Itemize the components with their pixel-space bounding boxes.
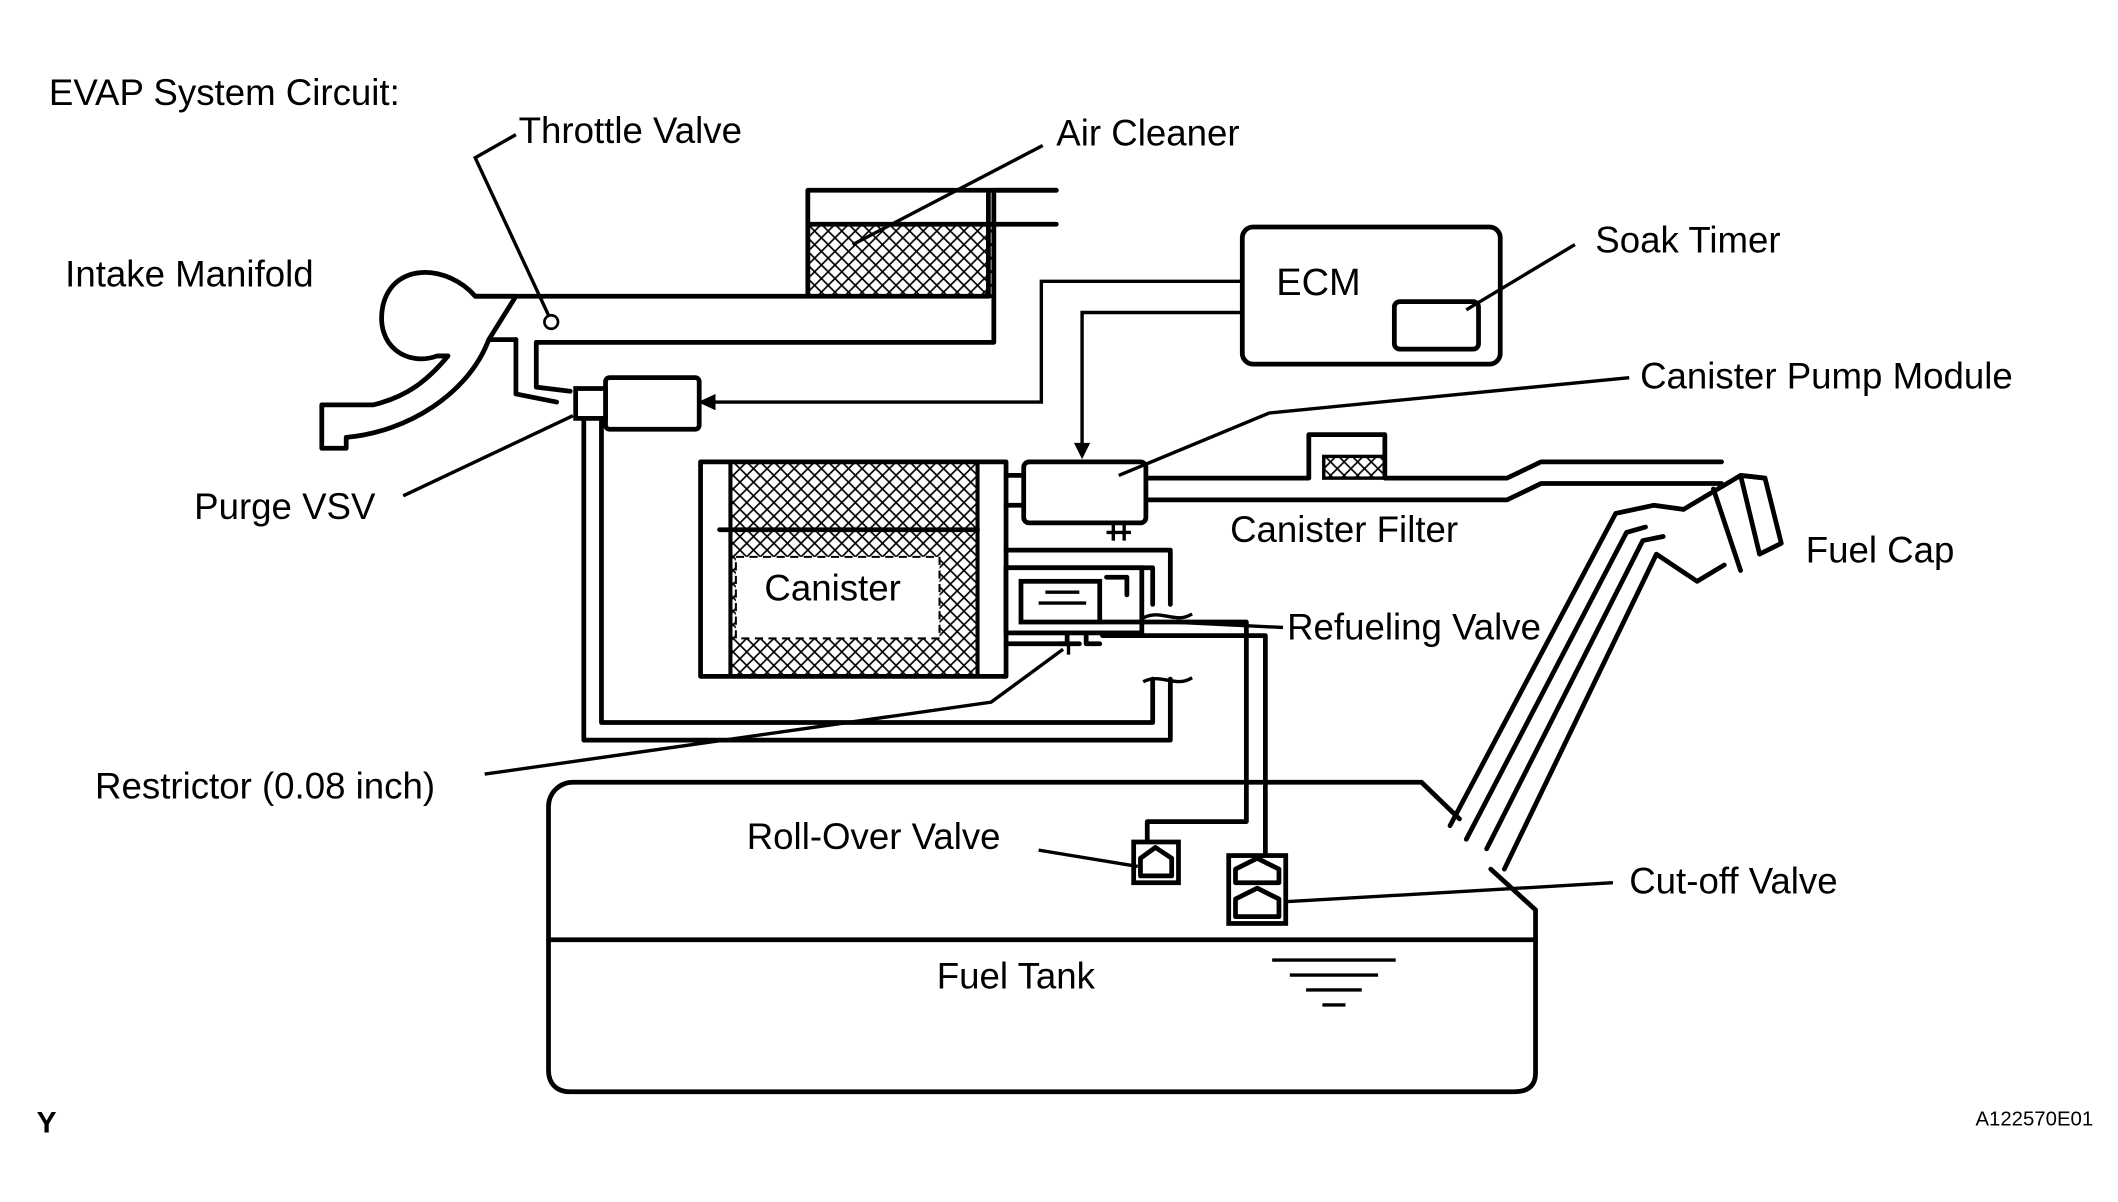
roll-over-valve-label: Roll-Over Valve [747, 816, 1001, 857]
roll-over-valve [1131, 839, 1181, 886]
fuel-cap-label: Fuel Cap [1806, 529, 1955, 570]
filler-neck [1447, 473, 1784, 872]
leader-lines [402, 133, 1630, 904]
diagram-title: EVAP System Circuit: [49, 72, 400, 113]
figure-code: A122570E01 [1975, 1109, 2093, 1131]
cut-off-valve [1226, 853, 1289, 926]
fuel-tank-label: Fuel Tank [937, 956, 1096, 997]
canister-filter-label: Canister Filter [1230, 509, 1458, 550]
canister-pump-module-label: Canister Pump Module [1640, 356, 2013, 397]
fuel-tank: Fuel Tank [546, 779, 1538, 1095]
purge-vsv-label: Purge VSV [194, 486, 376, 527]
corner-mark: Y [37, 1107, 57, 1140]
restrictor [1056, 641, 1082, 655]
canister-filter [1143, 432, 1724, 503]
refueling-valve [1003, 547, 1268, 865]
canister-label: Canister [764, 567, 900, 608]
canister-pump-module [1003, 459, 1149, 541]
soak-timer-box [1391, 299, 1481, 352]
ecm-signal-lines [697, 279, 1243, 460]
ecm-unit: ECM [1239, 224, 1503, 367]
air-cleaner-label: Air Cleaner [1056, 112, 1239, 153]
ecm-label: ECM [1276, 262, 1360, 304]
purge-line [581, 416, 1173, 743]
soak-timer-label: Soak Timer [1595, 220, 1780, 261]
intake-manifold-label: Intake Manifold [65, 254, 314, 295]
cut-off-valve-label: Cut-off Valve [1629, 861, 1837, 902]
air-cleaner [805, 187, 1059, 299]
restrictor-label: Restrictor (0.08 inch) [95, 766, 435, 807]
canister: Canister [698, 459, 1009, 679]
refueling-valve-label: Refueling Valve [1287, 607, 1541, 648]
purge-vsv [573, 375, 702, 432]
throttle-valve-label: Throttle Valve [519, 110, 742, 151]
